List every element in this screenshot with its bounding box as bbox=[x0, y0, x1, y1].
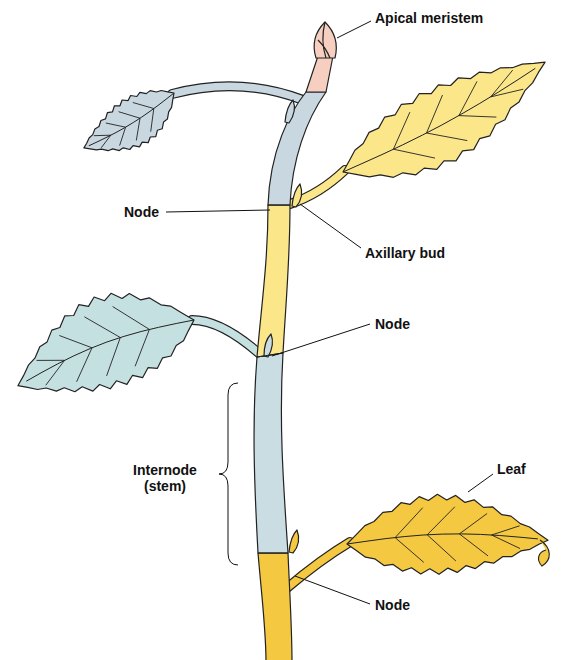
axillary-bud bbox=[264, 334, 272, 357]
part-label: Internode (stem) bbox=[122, 462, 208, 494]
part-label: Apical meristem bbox=[375, 10, 483, 26]
leaf-vein bbox=[94, 135, 111, 148]
leader-line bbox=[166, 210, 270, 212]
axillary-bud bbox=[285, 100, 294, 123]
leaf-vein bbox=[459, 81, 497, 117]
leaf-blade bbox=[84, 91, 174, 151]
stem-yellow bbox=[257, 205, 290, 357]
petioles bbox=[172, 86, 350, 588]
leaf-vein bbox=[459, 514, 488, 556]
leader-line bbox=[468, 474, 493, 492]
leaf-vein bbox=[492, 526, 520, 549]
leaf-midrib bbox=[347, 534, 538, 544]
petiole-outline bbox=[172, 86, 303, 100]
leaves bbox=[18, 62, 549, 574]
leader-lines bbox=[166, 21, 493, 604]
leaf-midrib bbox=[343, 68, 535, 172]
leaf-blade bbox=[18, 293, 194, 391]
part-label: Node bbox=[375, 597, 410, 613]
leaf-vein bbox=[491, 70, 524, 97]
leaf-vein bbox=[395, 508, 424, 563]
axillary-bud bbox=[289, 530, 299, 553]
leaf-vein bbox=[393, 112, 435, 158]
leaf-vein bbox=[106, 123, 126, 146]
bud-scales bbox=[318, 22, 330, 58]
stem bbox=[254, 22, 336, 660]
part-label: Leaf bbox=[497, 461, 526, 477]
leaf-vein bbox=[427, 95, 468, 141]
axillary-bud bbox=[292, 184, 302, 207]
leader-line bbox=[300, 204, 361, 248]
petiole-outline bbox=[192, 320, 262, 356]
apical-meristem bbox=[314, 22, 336, 58]
leaf-curled-tip bbox=[539, 540, 550, 566]
petiole bbox=[192, 320, 262, 356]
stem-base bbox=[258, 553, 292, 660]
leaf-midrib bbox=[89, 93, 174, 146]
leaf-vein bbox=[37, 360, 65, 385]
leader-line bbox=[337, 21, 371, 38]
leaf-blade bbox=[343, 62, 545, 177]
leaf-vein bbox=[59, 336, 92, 382]
part-label: Node bbox=[375, 316, 410, 332]
internode bbox=[254, 353, 288, 553]
node-lines bbox=[257, 205, 290, 553]
part-label: Axillary bud bbox=[365, 245, 445, 261]
leaf-blade bbox=[347, 494, 548, 574]
petiole bbox=[172, 86, 303, 100]
leader-line bbox=[295, 576, 370, 604]
leaf-vein bbox=[84, 317, 120, 376]
part-label: Node bbox=[124, 204, 159, 220]
internode-bracket bbox=[219, 383, 238, 565]
apical-stem bbox=[306, 56, 333, 92]
leaf-midrib bbox=[26, 320, 194, 381]
leaf-vein bbox=[427, 507, 456, 561]
leader-line bbox=[272, 324, 370, 356]
